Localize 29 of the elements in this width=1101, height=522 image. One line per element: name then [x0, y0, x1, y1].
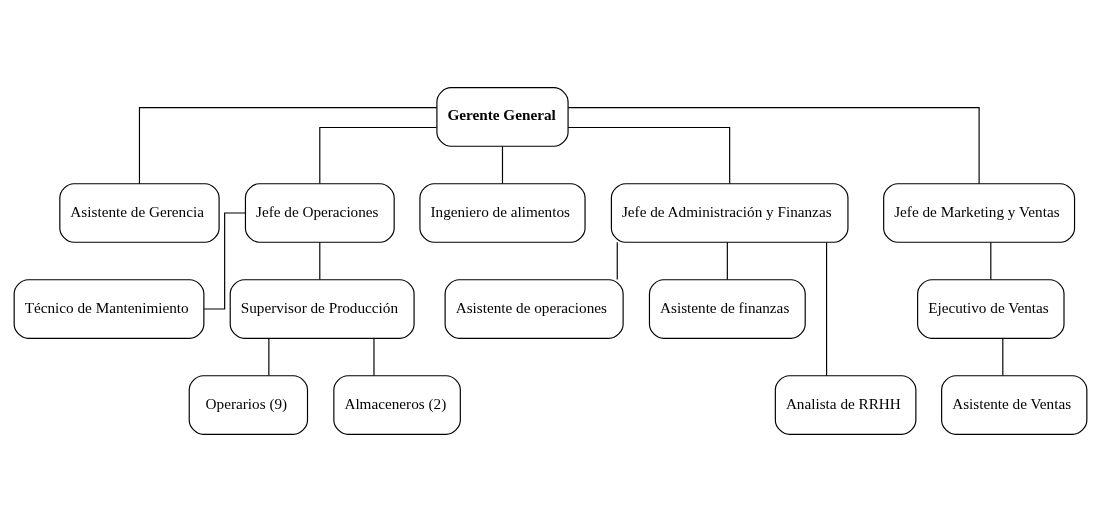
connector [1002, 337, 1004, 377]
connector [826, 242, 828, 377]
connector [138, 107, 438, 185]
connector [501, 145, 504, 185]
connector [319, 126, 438, 185]
node-box: Operarios (9) [188, 375, 309, 435]
connector [616, 241, 618, 281]
node-box: Gerente General [436, 87, 569, 147]
node-box: Técnico de Mantenimiento [13, 279, 205, 339]
connector [319, 241, 321, 281]
node-box: Asistente de operaciones [444, 279, 624, 339]
node-box: Analista de RRHH [774, 375, 917, 435]
node-box: Jefe de Administración y Finanzas [610, 183, 849, 243]
connector [203, 212, 246, 310]
connector [726, 241, 728, 281]
node-box: Asistente de Ventas [941, 375, 1088, 435]
node-box: Ingeniero de alimentos [419, 183, 586, 243]
node-box: Almaceneros (2) [333, 375, 461, 435]
connector [268, 337, 270, 377]
connector [567, 126, 731, 185]
node-box: Asistente de Gerencia [59, 183, 220, 243]
node-box: Ejecutivo de Ventas [917, 279, 1065, 339]
node-box: Asistente de finanzas [648, 279, 806, 339]
connector [567, 107, 980, 185]
node-box: Jefe de Marketing y Ventas [883, 183, 1076, 243]
connector [990, 241, 992, 281]
node-box: Jefe de Operaciones [244, 183, 395, 243]
node-box: Supervisor de Producción [229, 279, 415, 339]
connector [373, 337, 375, 377]
